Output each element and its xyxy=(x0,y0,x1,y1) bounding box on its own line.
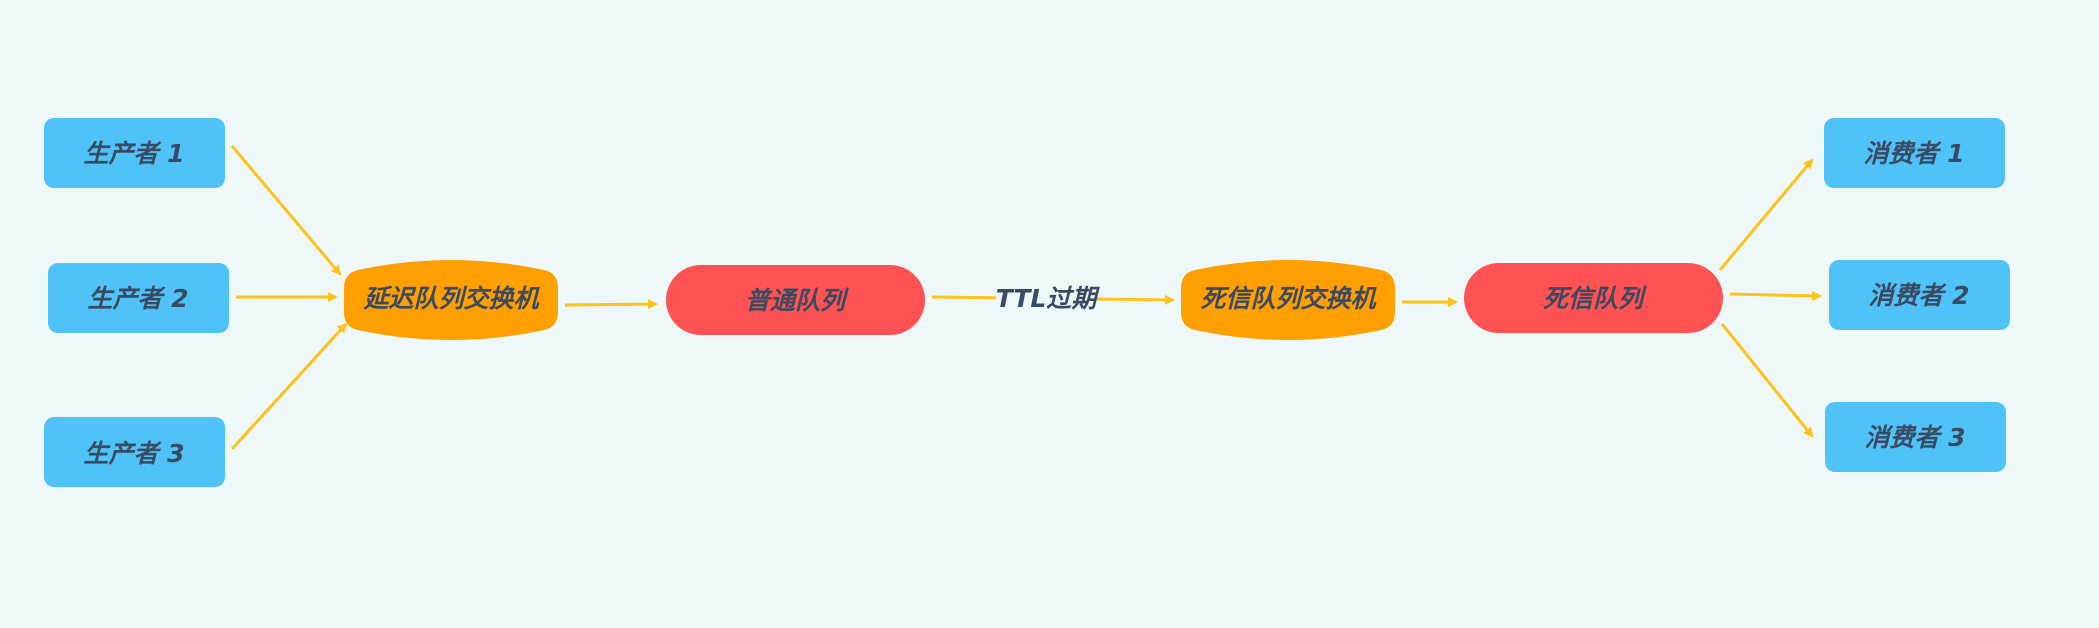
svg-text:消费者 2: 消费者 2 xyxy=(1868,281,1969,310)
svg-text:消费者 3: 消费者 3 xyxy=(1864,423,1965,452)
delay-exchange: 延迟队列交换机 xyxy=(344,260,558,340)
svg-text:普通队列: 普通队列 xyxy=(745,286,849,315)
edge-producer1-delay-exchange xyxy=(230,145,342,276)
consumer-2: 消费者 2 xyxy=(1829,260,2010,330)
producer-3: 生产者 3 xyxy=(44,417,225,487)
edge-dead-letter-queue-consumer3 xyxy=(1720,323,1814,438)
producer-2: 生产者 2 xyxy=(48,263,229,333)
edge-label-ttl: TTL过期 xyxy=(996,282,1101,314)
consumer-3: 消费者 3 xyxy=(1825,402,2006,472)
consumer-1: 消费者 1 xyxy=(1824,118,2005,188)
edge-dead-letter-queue-consumer1 xyxy=(1718,158,1814,271)
ttl-expired-label: TTL过期 xyxy=(996,284,1101,313)
producer-1: 生产者 1 xyxy=(44,118,225,188)
svg-text:死信队列交换机: 死信队列交换机 xyxy=(1200,284,1377,313)
edge-producer3-delay-exchange xyxy=(230,322,348,451)
svg-text:生产者 3: 生产者 3 xyxy=(83,439,184,468)
svg-text:生产者 1: 生产者 1 xyxy=(83,139,184,168)
svg-text:消费者 1: 消费者 1 xyxy=(1863,139,1964,168)
dead-letter-queue: 死信队列 xyxy=(1464,263,1723,333)
svg-text:生产者 2: 生产者 2 xyxy=(87,284,188,313)
dlx-exchange: 死信队列交换机 xyxy=(1181,260,1395,340)
normal-queue: 普通队列 xyxy=(666,265,925,335)
svg-text:死信队列: 死信队列 xyxy=(1543,284,1647,313)
edge-delay-exchange-normal-queue xyxy=(564,299,658,310)
svg-text:延迟队列交换机: 延迟队列交换机 xyxy=(362,284,540,313)
edge-dead-letter-queue-consumer2 xyxy=(1729,290,1822,301)
